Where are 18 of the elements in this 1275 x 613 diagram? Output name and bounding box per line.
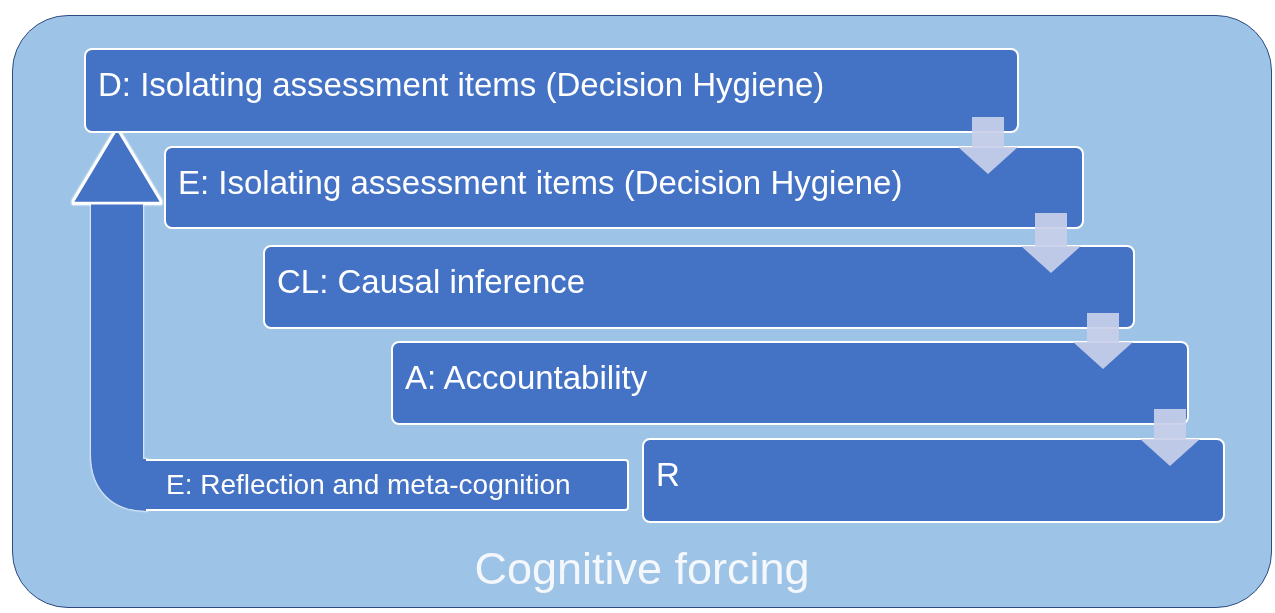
down-arrow [1140, 409, 1200, 466]
arrow-label-bar [146, 459, 629, 511]
down-arrow [958, 117, 1018, 174]
container-panel [12, 15, 1272, 608]
process-box [642, 438, 1225, 523]
panel-title: Cognitive forcing [474, 543, 810, 595]
down-arrow [1021, 213, 1081, 273]
node-label: A: Accountability [405, 359, 648, 397]
node-label: R [656, 456, 680, 494]
process-box [164, 146, 1084, 229]
process-box [84, 48, 1019, 133]
node-label: E: Isolating assessment items (Decision Hygiene) [178, 164, 903, 202]
process-box [263, 245, 1135, 329]
node-label: D: Isolating assessment items (Decision Hygiene) [98, 66, 825, 104]
node-label: E: Reflection and meta-cognition [166, 469, 571, 501]
node-label: CL: Causal inference [277, 263, 586, 301]
down-arrow [1073, 313, 1133, 369]
process-box [391, 341, 1189, 425]
